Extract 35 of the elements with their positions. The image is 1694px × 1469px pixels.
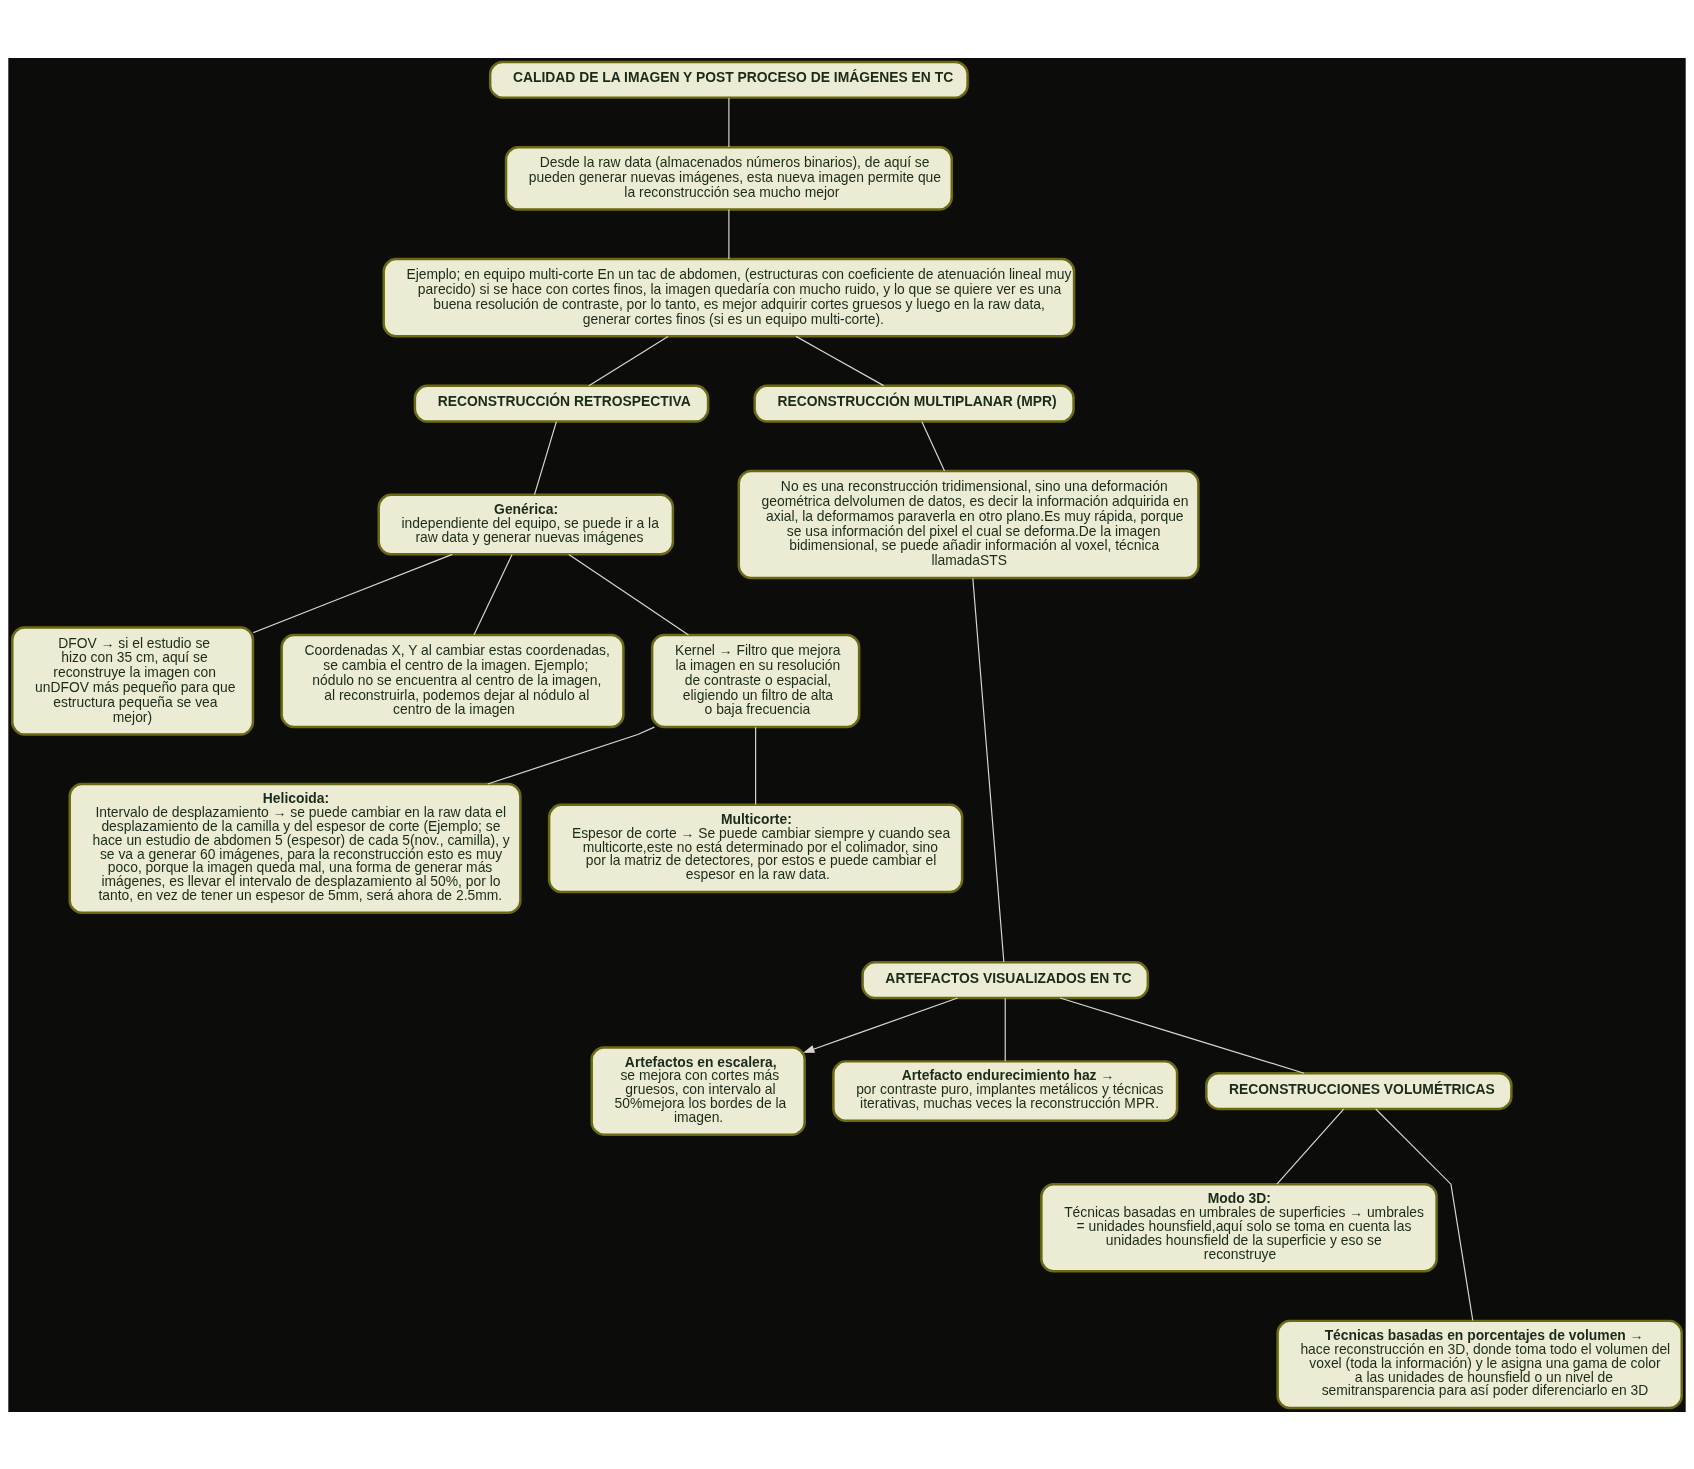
connector bbox=[795, 335, 885, 386]
connector bbox=[1059, 996, 1305, 1074]
connector bbox=[728, 208, 730, 260]
node-box: Multicorte: Espesor de corte → Se puede cambiar siempre y cuando sea multicorte,este no está determinado por el colimador, sino por la matriz de detectores, por estos e puede cambiar el espesor en la raw data. bbox=[547, 803, 964, 893]
connector bbox=[972, 577, 1005, 963]
connector bbox=[533, 420, 557, 495]
node-box: No es una reconstrucción tridimensional, sino una deformación geométrica delvolumen de datos, es decir la información adquirida en axial, la deformamos paraverla en otro plano.Es muy rápida, porque se usa información del pixel el cual se deforma.De la imagen bidimensional, se puede añadir información al voxel, técnica llamadaSTS bbox=[737, 469, 1200, 579]
node-box: ARTEFACTOS VISUALIZADOS EN TC bbox=[861, 960, 1150, 999]
node-box: DFOV → si el estudio se hizo con 35 cm, aquí se reconstruye la imagen con unDFOV más pequeño para que estructura pequeña se vea mejor) bbox=[11, 625, 255, 736]
connector bbox=[568, 553, 690, 635]
connector bbox=[473, 553, 513, 635]
connector bbox=[1276, 1108, 1345, 1185]
connector bbox=[921, 420, 946, 472]
node-box: Modo 3D: Técnicas basadas en umbrales de superficies → umbrales = unidades hounsfield,aquí solo se toma en cuenta las unidades hounsfield de la superficie y eso se reconstruye bbox=[1040, 1182, 1438, 1273]
connector bbox=[728, 96, 730, 148]
connector bbox=[1375, 1107, 1474, 1321]
connector bbox=[588, 335, 669, 386]
connector bbox=[252, 553, 453, 633]
node-box: Artefacto endurecimiento haz → por contraste puro, implantes metálicos y técnicas iterativas, muchas veces la reconstrucción MPR. bbox=[832, 1059, 1179, 1122]
node-box: RECONSTRUCCIÓN MULTIPLANAR (MPR) bbox=[753, 384, 1075, 423]
node-box: CALIDAD DE LA IMAGEN Y POST PROCESO DE IMÁGENES EN TC bbox=[488, 60, 969, 99]
node-box: Genérica: independiente del equipo, se puede ir a la raw data y generar nuevas imágenes bbox=[377, 493, 675, 555]
node-box: Desde la raw data (almacenados números binarios), de aquí se pueden generar nuevas imágenes, esta nueva imagen permite que la reconstrucción sea mucho mejor bbox=[504, 145, 953, 211]
node-box: Artefactos en escalera, se mejora con cortes más gruesos, con intervalo al 50%mejora los bordes de la imagen. bbox=[590, 1045, 806, 1136]
node-box: Coordenadas X, Y al cambiar estas coordenadas, se cambia el centro de la imagen. Ejemplo; nódulo no se encuentra al centro de la imagen, al reconstruirla, podemos dejar al nódulo al centro de la imagen bbox=[280, 633, 625, 728]
node-box: Helicoida: Intervalo de desplazamiento → se puede cambiar en la raw data el desplazamiento de la camilla y del espesor de corte (Ejemplo; se hace un estudio de abdomen 5 (espesor) de cada 5(nov., camilla), y se va a generar 60 imágenes, para la reconstrucción esto es muy poco, porque la imagen queda mal, una forma de generar más imágenes, es llevar el intervalo de desplazamiento al 50%, por lo tanto, en vez de tener un espesor de 5mm, será ahora de 2.5mm. bbox=[68, 782, 522, 914]
node-box: Ejemplo; en equipo multi-corte En un tac de abdomen, (estructuras con coeficiente de atenuación lineal muy parecido) si se hace con cortes finos, la imagen quedaría con mucho ruido, y lo que se quiere ver es una buena resolución de contraste, por lo tanto, es mejor adquirir cortes gruesos y luego en la raw data, generar cortes finos (si es un equipo multi-corte). bbox=[382, 257, 1076, 338]
node-box: RECONSTRUCCIONES VOLUMÉTRICAS bbox=[1205, 1071, 1513, 1110]
arrow bbox=[803, 996, 959, 1053]
connector bbox=[1004, 997, 1006, 1062]
node-box: RECONSTRUCCIÓN RETROSPECTIVA bbox=[413, 384, 710, 423]
connector bbox=[755, 726, 757, 805]
connector bbox=[487, 726, 655, 785]
node-box: Kernel → Filtro que mejora la imagen en su resolución de contraste o espacial, eligiendo un filtro de alta o baja frecuencia bbox=[650, 633, 861, 728]
node-box: Técnicas basadas en porcentajes de volumen → hace reconstrucción en 3D, donde toma todo el volumen del voxel (toda la información) y le asigna una gama de color a las unidades de hounsfield o un nivel de semitransparencia para así poder diferenciarlo en 3D bbox=[1276, 1319, 1683, 1409]
